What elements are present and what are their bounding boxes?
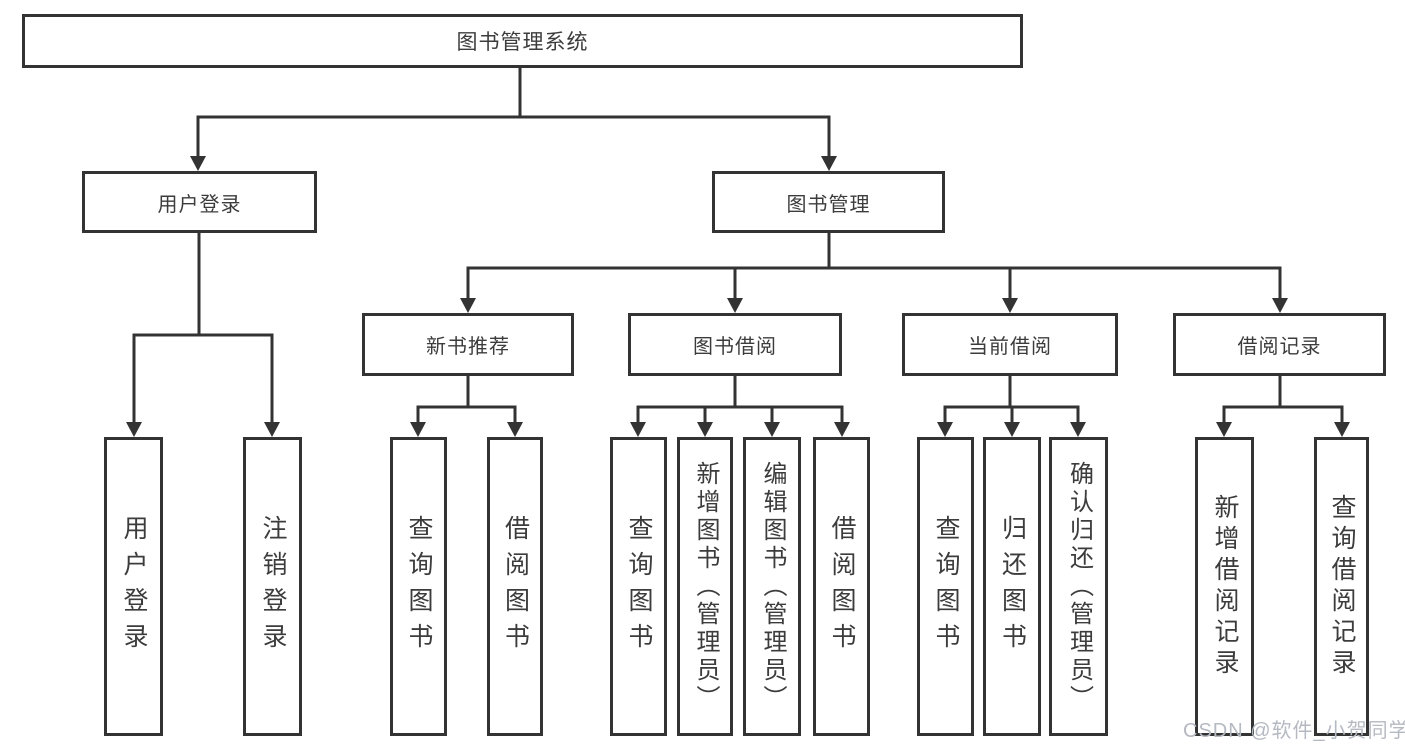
leaf-label: 编辑图书（管理员） [759,460,786,713]
connector-current-borrow [943,376,1080,423]
connector-book-borrow [636,376,844,423]
leaf-query-books-borrowing: 查询图书 [610,437,667,736]
leaf-return-books: 归还图书 [983,437,1041,736]
branch-book-management: 图书管理 [712,171,945,233]
branch-user-login: 用户登录 [82,171,317,233]
leaf-label: 归还图书 [998,514,1027,659]
connector-user-login [132,233,274,423]
arrowhead [1334,422,1350,437]
arrowhead [126,422,142,437]
module-label: 新书推荐 [426,336,510,358]
leaf-query-books-current: 查询图书 [917,437,974,736]
leaf-query-borrow-record: 查询借阅记录 [1314,437,1369,736]
connector-root [196,68,831,157]
module-book-borrow: 图书借阅 [628,313,842,376]
arrowhead [460,298,476,313]
arrowhead [264,422,280,437]
module-new-book-recommend: 新书推荐 [362,313,574,376]
arrowhead [507,422,523,437]
leaf-label: 新增借阅记录 [1211,493,1239,680]
arrowhead [937,422,953,437]
arrowhead [1070,422,1086,437]
module-borrow-records: 借阅记录 [1173,313,1386,376]
arrowhead [190,156,206,171]
branch-label: 用户登录 [157,193,242,216]
leaf-label: 确认归还（管理员） [1065,460,1093,713]
leaf-label: 用户登录 [120,514,148,659]
leaf-label: 查询图书 [405,514,433,659]
root-box: 图书管理系统 [22,14,1023,68]
leaf-label: 借阅图书 [828,514,856,659]
connector-borrow-records [1222,376,1344,423]
leaf-label: 查询图书 [932,514,960,659]
arrowhead [1272,298,1288,313]
arrowhead [1002,298,1018,313]
module-label: 图书借阅 [693,336,777,358]
arrowhead [630,422,646,437]
connector-new-book-recommend [416,376,517,423]
leaf-add-borrow-record: 新增借阅记录 [1195,437,1254,736]
leaf-label: 新增图书（管理员） [692,460,719,713]
arrowhead [1216,422,1232,437]
leaf-query-books-recommend: 查询图书 [390,437,447,736]
root-label: 图书管理系统 [456,31,589,54]
watermark: CSDN @软件_小贺同学 [1183,720,1405,742]
leaf-confirm-return-admin: 确认归还（管理员） [1049,437,1108,736]
arrowhead [821,156,837,171]
arrowhead [1004,422,1020,437]
arrowhead [697,422,713,437]
leaf-label: 查询图书 [625,514,653,659]
leaf-borrow-books-borrowing: 借阅图书 [813,437,870,736]
module-label: 借阅记录 [1237,336,1322,358]
leaf-label: 查询借阅记录 [1328,493,1356,680]
branch-label: 图书管理 [786,193,871,216]
leaf-label: 注销登录 [259,514,287,659]
leaf-user-login: 用户登录 [104,437,163,736]
module-label: 当前借阅 [968,336,1052,358]
leaf-borrow-books-recommend: 借阅图书 [487,437,543,736]
module-current-borrow: 当前借阅 [902,313,1118,376]
leaf-label: 借阅图书 [501,514,530,659]
leaf-logout: 注销登录 [243,437,302,736]
leaf-add-book-admin: 新增图书（管理员） [677,437,733,736]
leaf-edit-book-admin: 编辑图书（管理员） [743,437,801,736]
connector-book-management [466,233,1282,299]
arrowhead [410,422,426,437]
arrowhead [727,298,743,313]
arrowhead [834,422,850,437]
arrowhead [764,422,780,437]
